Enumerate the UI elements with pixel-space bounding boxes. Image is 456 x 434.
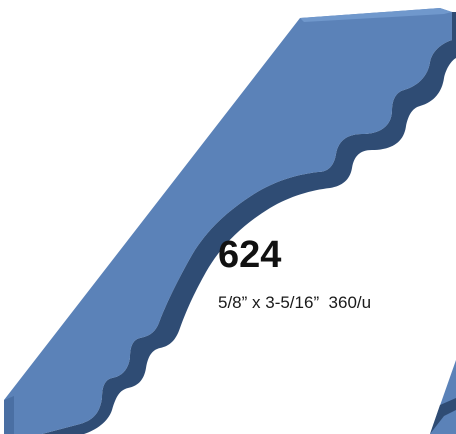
secondary-molding-piece bbox=[430, 360, 456, 434]
molding-top-edge bbox=[300, 8, 452, 22]
molding-left-edge bbox=[4, 396, 14, 434]
product-specs: 5/8” x 3-5/16” 360/u bbox=[218, 293, 372, 312]
molding-face bbox=[4, 8, 452, 434]
product-number: 624 bbox=[218, 234, 282, 276]
